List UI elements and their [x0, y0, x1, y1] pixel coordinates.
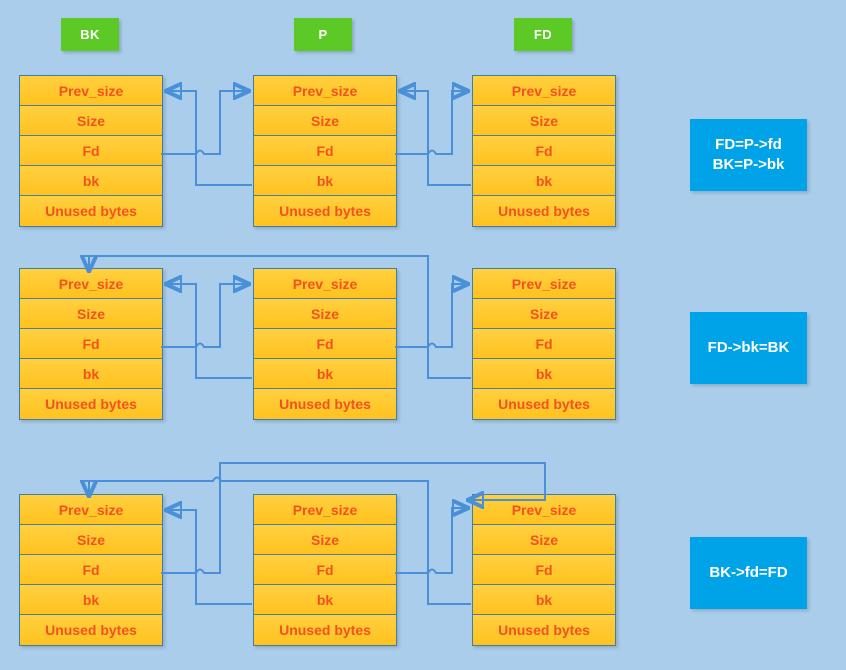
chunk-field-prev-size: Prev_size	[254, 495, 396, 525]
chunk-field-bk: bk	[254, 585, 396, 615]
chunk-field-size: Size	[254, 525, 396, 555]
note-row1-line2: BK=P->bk	[712, 156, 785, 173]
chunk-field-bk: bk	[254, 166, 396, 196]
chunk-field-fd: Fd	[20, 555, 162, 585]
chunk-row3-bk: Prev_size Size Fd bk Unused bytes	[19, 494, 163, 646]
note-row3: BK->fd=FD	[690, 537, 807, 609]
chunk-field-bk: bk	[20, 359, 162, 389]
chunk-field-size: Size	[20, 106, 162, 136]
chunk-field-unused: Unused bytes	[20, 389, 162, 419]
chunk-row2-p: Prev_size Size Fd bk Unused bytes	[253, 268, 397, 420]
chunk-field-size: Size	[254, 106, 396, 136]
chunk-field-unused: Unused bytes	[473, 196, 615, 226]
arrow-row1-fd-bk-to-p	[400, 91, 471, 186]
chunk-field-bk: bk	[473, 166, 615, 196]
chunk-field-size: Size	[473, 299, 615, 329]
chunk-field-prev-size: Prev_size	[473, 269, 615, 299]
column-tag-bk: BK	[61, 18, 119, 51]
chunk-field-bk: bk	[20, 585, 162, 615]
chunk-field-unused: Unused bytes	[20, 615, 162, 645]
chunk-row3-fd: Prev_size Size Fd bk Unused bytes	[472, 494, 616, 646]
chunk-field-prev-size: Prev_size	[254, 76, 396, 106]
chunk-field-prev-size: Prev_size	[473, 76, 615, 106]
chunk-field-fd: Fd	[20, 136, 162, 166]
chunk-field-fd: Fd	[473, 136, 615, 166]
column-tag-fd-label: FD	[533, 27, 553, 42]
chunk-field-bk: bk	[473, 359, 615, 389]
column-tag-p: P	[294, 18, 352, 51]
column-tag-p-label: P	[318, 27, 328, 42]
chunk-row3-p: Prev_size Size Fd bk Unused bytes	[253, 494, 397, 646]
chunk-field-unused: Unused bytes	[254, 389, 396, 419]
chunk-field-fd: Fd	[473, 329, 615, 359]
chunk-field-bk: bk	[254, 359, 396, 389]
chunk-field-fd: Fd	[254, 329, 396, 359]
chunk-field-size: Size	[254, 299, 396, 329]
column-tag-bk-label: BK	[80, 27, 100, 42]
chunk-field-prev-size: Prev_size	[20, 495, 162, 525]
note-row3-line1: BK->fd=FD	[709, 563, 788, 581]
chunk-field-fd: Fd	[473, 555, 615, 585]
chunk-field-bk: bk	[20, 166, 162, 196]
chunk-row2-fd: Prev_size Size Fd bk Unused bytes	[472, 268, 616, 420]
arrow-row1-p-fd-to-fd	[395, 91, 468, 155]
chunk-field-bk: bk	[473, 585, 615, 615]
chunk-field-size: Size	[20, 299, 162, 329]
chunk-field-unused: Unused bytes	[254, 196, 396, 226]
chunk-row2-bk: Prev_size Size Fd bk Unused bytes	[19, 268, 163, 420]
chunk-row1-p: Prev_size Size Fd bk Unused bytes	[253, 75, 397, 227]
arrow-row3-p-fd-to-fd	[395, 508, 468, 574]
arrow-row3-p-bk-to-bk	[166, 510, 252, 605]
arrow-row2-bk-fd-to-p	[161, 284, 249, 348]
chunk-field-unused: Unused bytes	[254, 615, 396, 645]
chunk-field-unused: Unused bytes	[20, 196, 162, 226]
arrow-row1-p-bk-to-bk	[166, 91, 252, 186]
chunk-row1-fd: Prev_size Size Fd bk Unused bytes	[472, 75, 616, 227]
chunk-field-prev-size: Prev_size	[254, 269, 396, 299]
chunk-field-size: Size	[473, 106, 615, 136]
chunk-field-unused: Unused bytes	[473, 389, 615, 419]
chunk-field-fd: Fd	[254, 555, 396, 585]
chunk-field-fd: Fd	[254, 136, 396, 166]
note-row2-line1: FD->bk=BK	[707, 338, 790, 356]
chunk-field-fd: Fd	[20, 329, 162, 359]
note-row1-line1: FD=P->fd	[715, 135, 782, 153]
chunk-field-size: Size	[20, 525, 162, 555]
chunk-field-prev-size: Prev_size	[20, 269, 162, 299]
note-row1: FD=P->fd BK=P->bk	[690, 119, 807, 191]
column-tag-fd: FD	[514, 18, 572, 51]
note-row2: FD->bk=BK	[690, 312, 807, 384]
chunk-row1-bk: Prev_size Size Fd bk Unused bytes	[19, 75, 163, 227]
chunk-field-size: Size	[473, 525, 615, 555]
chunk-field-prev-size: Prev_size	[473, 495, 615, 525]
chunk-field-unused: Unused bytes	[473, 615, 615, 645]
chunk-field-prev-size: Prev_size	[20, 76, 162, 106]
arrow-row2-p-fd-to-fd	[395, 284, 468, 348]
arrow-row1-bk-fd-to-p	[161, 91, 249, 155]
arrow-row2-p-bk-to-bk	[166, 284, 252, 379]
